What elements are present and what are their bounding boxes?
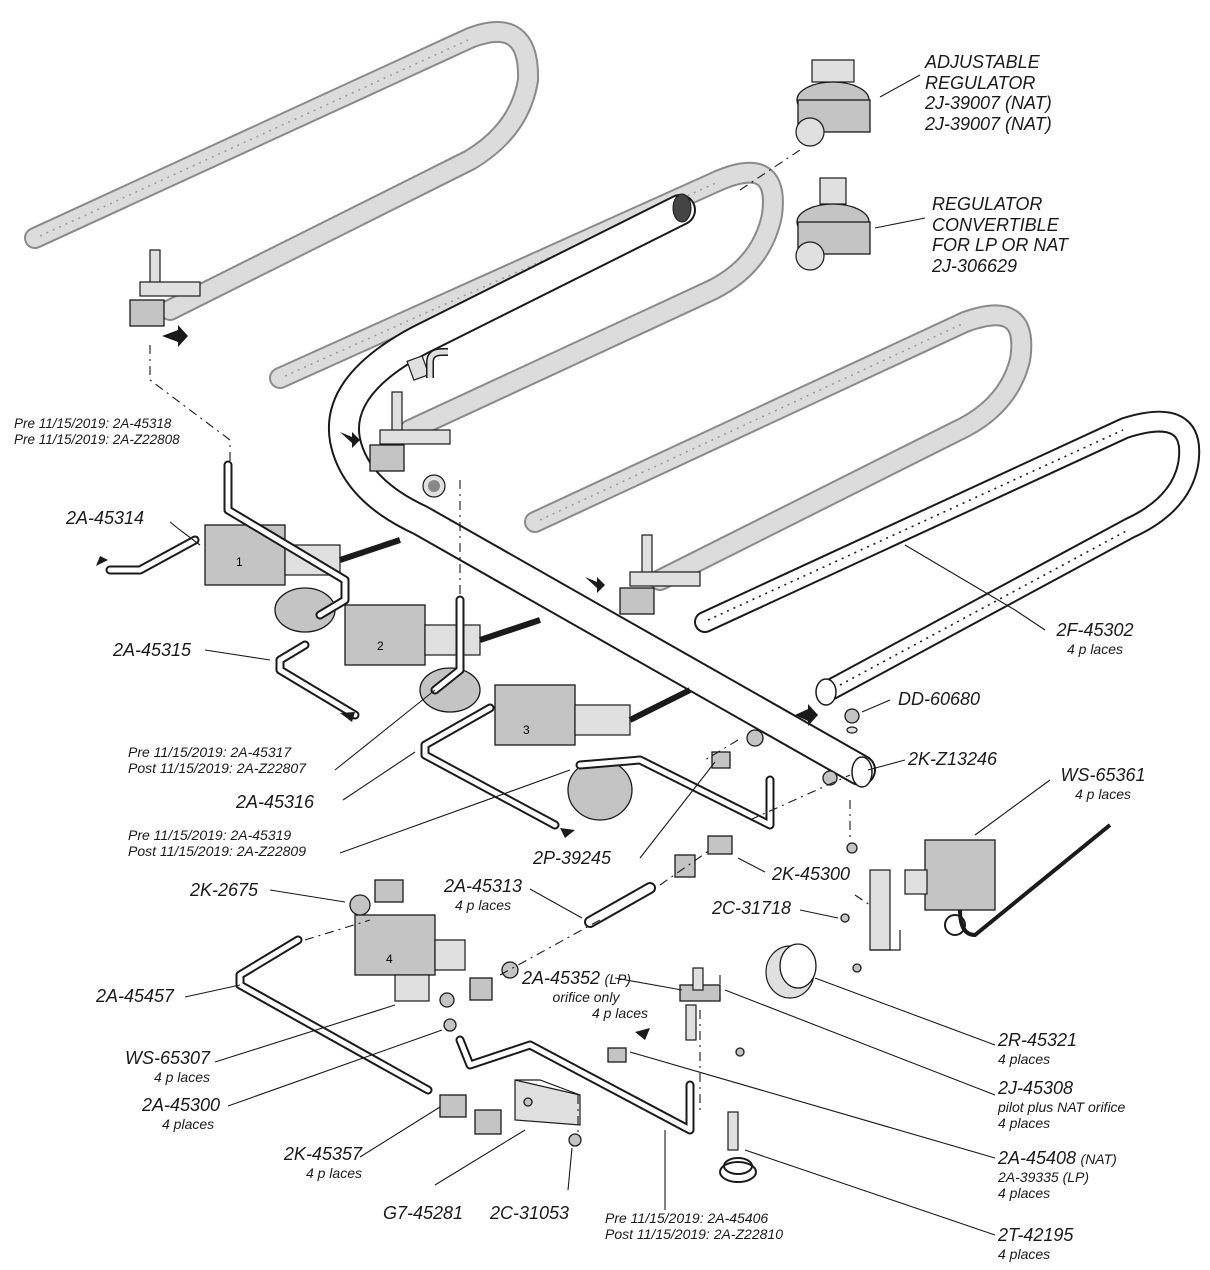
manifold [328, 193, 876, 788]
label-2A-45352: 2A-45352 (LP) orifice only 4 p laces [522, 968, 648, 1022]
tube-2A-45316 [420, 703, 560, 830]
valve-connectors [339, 537, 692, 723]
nut-DD-60680 [844, 708, 860, 724]
orifice-2K-45300 [707, 835, 733, 855]
knob-2R-45321 [765, 943, 817, 999]
flow-arrow [795, 704, 818, 726]
fitting-2K-2675 [374, 879, 404, 903]
label-2A-45457: 2A-45457 [96, 986, 175, 1006]
label-WS-65307: WS-65307 4 p laces [124, 1048, 210, 1085]
label-2A-45300: 2A-45300 4 places [142, 1095, 221, 1132]
tube-2A-45315 [275, 640, 360, 720]
tube-2A-45318 [223, 460, 350, 620]
label-G7-45281: G7-45281 [383, 1203, 464, 1223]
label-2K-Z13246: 2K-Z13246 [908, 749, 998, 769]
svg-text:2: 2 [377, 639, 384, 653]
thermocouple-2T-42195 [719, 1111, 757, 1183]
tube-2A-45457 [235, 935, 433, 1095]
flow-arrows [96, 325, 818, 1040]
nut-2A-45313 [674, 854, 696, 878]
label-2P-39245: 2P-39245 [533, 848, 612, 868]
label-DD-60680: DD-60680 [898, 689, 981, 709]
fitting-2K-45357 [474, 1109, 502, 1135]
burner-tube-4 [694, 410, 1201, 706]
tube-2A-45313 [584, 882, 656, 928]
label-WS-65361: WS-65361 4 p laces [1060, 765, 1146, 802]
flow-arrow [585, 577, 605, 593]
label-2A-45314: 2A-45314 [66, 508, 145, 528]
burner-tube-3 [524, 304, 1033, 591]
svg-text:4: 4 [386, 952, 393, 966]
burner-tube-1 [24, 21, 540, 321]
burner-tube-2 [269, 161, 784, 441]
label-tube-2A-45406: Pre 11/15/2019: 2A-45406 Post 11/15/2019… [605, 1210, 783, 1243]
label-2T-42195: 2T-42195 4 places [998, 1225, 1074, 1262]
flow-arrow [635, 1028, 650, 1040]
tube-2A-45406 [455, 1035, 695, 1135]
tube-2A-45317 [430, 595, 465, 695]
gas-valve-3: 3 [494, 684, 633, 821]
label-2R-45321: 2R-45321 4 places [998, 1030, 1078, 1067]
convertible-regulator [795, 177, 871, 271]
fittings [349, 708, 862, 1147]
label-2K-2675: 2K-2675 [190, 880, 259, 900]
label-2J-45308: 2J-45308 pilot plus NAT orifice 4 places [998, 1078, 1126, 1131]
adjustable-regulator [795, 59, 871, 147]
air-shutter-1 [129, 249, 201, 327]
flow-arrow [560, 828, 575, 838]
label-valve1-tube: Pre 11/15/2019: 2A-45318 Pre 11/15/2019:… [14, 416, 180, 447]
label-2K-45357: 2K-45357 4 p laces [283, 1144, 362, 1181]
bracket-G7-45281 [514, 1079, 581, 1126]
pilot-2J-45308 [679, 967, 721, 1041]
gas-valve-2: 2 [344, 604, 481, 713]
svg-text:3: 3 [523, 723, 530, 737]
assembly-lines [149, 149, 871, 1132]
svg-text:1: 1 [236, 555, 243, 569]
flow-arrow [340, 712, 355, 722]
label-2A-45408: 2A-45408 (NAT) 2A-39335 (LP) 4 places [998, 1148, 1117, 1202]
label-adjustable-regulator: ADJUSTABLE REGULATOR 2J-39007 (NAT) 2J-3… [925, 52, 1052, 135]
flow-arrow [340, 432, 360, 448]
air-shutter-3 [619, 534, 701, 615]
label-convertible-regulator: REGULATOR CONVERTIBLE FOR LP OR NAT 2J-3… [932, 194, 1069, 277]
control-valve-WS-65361 [869, 823, 1112, 951]
leader-lines [169, 74, 1051, 1236]
air-shutter-2 [369, 391, 451, 472]
flow-arrow [96, 556, 108, 566]
label-valve2-tube: Pre 11/15/2019: 2A-45317 Post 11/15/2019… [128, 744, 306, 777]
label-2K-45300: 2K-45300 [772, 864, 851, 884]
label-2C-31053: 2C-31053 [490, 1203, 570, 1223]
label-2A-45313: 2A-45313 4 p laces [443, 876, 523, 913]
tube-2A-45314 [105, 535, 200, 575]
orifice-2P-39245 [711, 751, 731, 769]
label-2F-45302: 2F-45302 4 p laces [1056, 620, 1134, 657]
tube-2A-45319 [575, 755, 775, 830]
label-2A-45315: 2A-45315 [113, 640, 192, 660]
label-valve3-tube: Pre 11/15/2019: 2A-45319 Post 11/15/2019… [128, 827, 306, 860]
gas-valve-4: 4 [354, 914, 466, 1002]
flow-arrow [162, 325, 188, 347]
label-2C-31718: 2C-31718 [712, 898, 792, 918]
label-2A-45316: 2A-45316 [236, 792, 315, 812]
elbows [426, 348, 448, 378]
